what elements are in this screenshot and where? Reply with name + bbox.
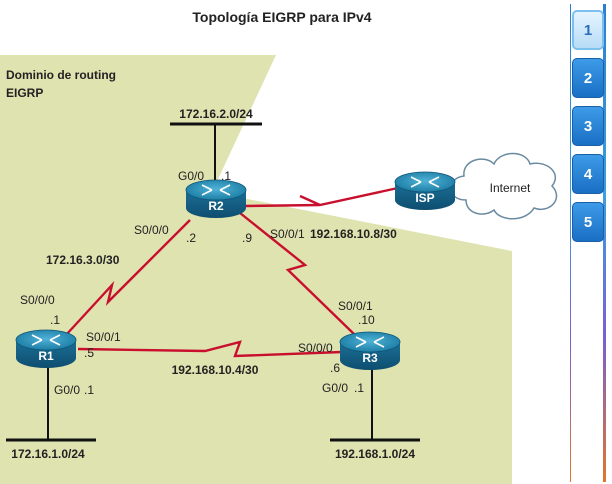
router-isp-icon[interactable]: ISP: [394, 171, 456, 211]
r3-s000-label: S0/0/0: [298, 341, 333, 355]
internet-label: Internet: [490, 181, 531, 195]
step-button-4[interactable]: 4: [572, 154, 604, 194]
r1-s000-label: S0/0/0: [20, 293, 55, 307]
r2-s000-label: S0/0/0: [134, 223, 169, 237]
network-link-r1-r3: 192.168.10.4/30: [172, 363, 259, 377]
r2-s001-ip: .9: [242, 231, 252, 245]
network-lan-r2: 172.16.2.0/24: [179, 107, 253, 121]
router-r3-icon[interactable]: R3: [339, 331, 401, 371]
network-link-r1-r2: 172.16.3.0/30: [46, 253, 120, 267]
network-link-r2-r3: 192.168.10.8/30: [310, 227, 397, 241]
router-r2-icon[interactable]: R2: [185, 179, 247, 219]
r3-s000-ip: .6: [330, 361, 340, 375]
router-r1-icon[interactable]: R1: [15, 329, 77, 369]
router-isp-label: ISP: [415, 191, 434, 205]
serial-link-r1-r3: [77, 340, 343, 358]
r1-g00-label: G0/0: [54, 383, 80, 397]
router-r1-label: R1: [38, 349, 54, 363]
r3-s001-label: S0/0/1: [338, 299, 373, 313]
r1-g00-ip: .1: [84, 383, 94, 397]
router-r2-label: R2: [208, 199, 224, 213]
step-button-1[interactable]: 1: [572, 10, 604, 50]
domain-label-line2: EIGRP: [6, 86, 43, 100]
r3-g00-label: G0/0: [322, 381, 348, 395]
step-navigation: 1 2 3 4 5: [568, 4, 608, 482]
r3-g00-ip: .1: [354, 381, 364, 395]
serial-link-r2-isp: [244, 186, 399, 208]
router-r3-label: R3: [362, 351, 378, 365]
step-button-5[interactable]: 5: [572, 202, 604, 242]
network-lan-r1: 172.16.1.0/24: [11, 447, 85, 461]
step-button-3[interactable]: 3: [572, 106, 604, 146]
internet-cloud-icon: [450, 152, 558, 220]
r2-g00-ip: .1: [221, 169, 231, 183]
r1-s001-ip: .5: [84, 346, 94, 360]
serial-link-r2-r3: [239, 212, 356, 336]
domain-label-line1: Dominio de routing: [6, 68, 116, 82]
r1-s000-ip: .1: [50, 313, 60, 327]
r3-s001-ip: .10: [358, 313, 375, 327]
network-lan-r3: 192.168.1.0/24: [335, 447, 415, 461]
eigrp-topology-diagram: Topología EIGRP para IPv4 Dominio de rou…: [0, 9, 558, 484]
step-button-2[interactable]: 2: [572, 58, 604, 98]
r2-s001-label: S0/0/1: [270, 227, 305, 241]
r1-s001-label: S0/0/1: [86, 330, 121, 344]
r2-g00-label: G0/0: [178, 169, 204, 183]
serial-link-r1-r2: [65, 219, 191, 336]
r2-s000-ip: .2: [186, 231, 196, 245]
eigrp-domain-area: [0, 55, 512, 484]
diagram-title: Topología EIGRP para IPv4: [192, 9, 371, 25]
